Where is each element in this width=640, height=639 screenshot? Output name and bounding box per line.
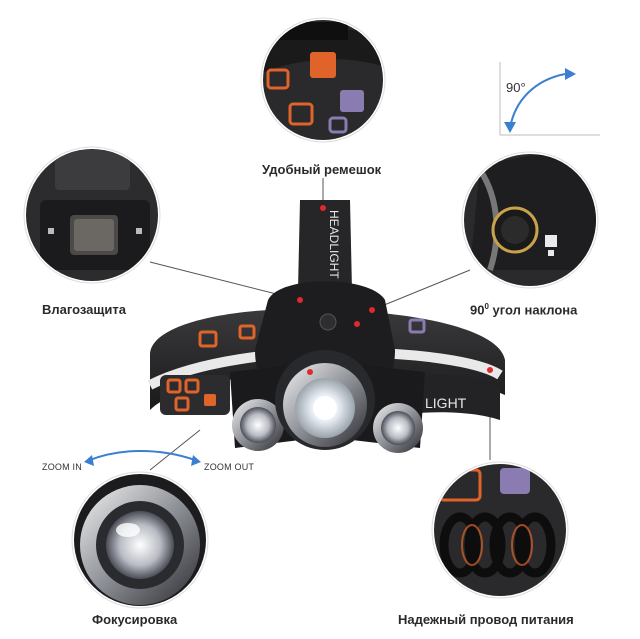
headband-pattern xyxy=(160,318,426,415)
detail-focus-circle xyxy=(71,450,209,609)
angle-diagram xyxy=(499,62,600,136)
red-markers xyxy=(297,205,493,375)
zoom-out-label: ZOOM OUT xyxy=(204,462,255,472)
tilt-superscript: 0 xyxy=(484,302,489,311)
detail-tilt-circle xyxy=(461,151,599,289)
center-zoom-lamp xyxy=(275,350,375,450)
detail-cable-circle xyxy=(431,461,569,599)
left-lamp xyxy=(230,365,300,451)
angle-label: 90° xyxy=(506,80,526,95)
caption-cable: Надежный провод питания xyxy=(398,612,574,627)
headlamp-main-image: LIGHT HEADLIGHT xyxy=(147,200,505,453)
headband-text-top: HEADLIGHT xyxy=(327,210,341,279)
caption-focus: Фокусировка xyxy=(92,612,178,627)
detail-strap-circle xyxy=(260,17,386,143)
tilt-number: 90 xyxy=(470,302,485,318)
caption-water-resistance: Влагозащита xyxy=(42,302,126,317)
tilt-text: угол наклона xyxy=(488,302,578,318)
headband-text-right: LIGHT xyxy=(425,395,467,411)
detail-water-circle xyxy=(23,146,161,284)
caption-tilt-angle: 900 угол наклона xyxy=(470,302,577,317)
zoom-in-label: ZOOM IN xyxy=(42,462,82,472)
caption-strap: Удобный ремешок xyxy=(262,162,382,177)
